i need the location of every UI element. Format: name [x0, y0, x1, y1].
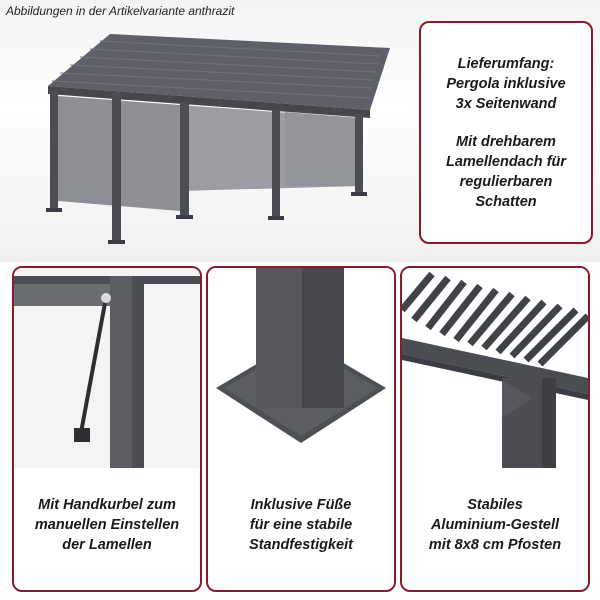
panel-line: der Lamellen — [62, 537, 152, 553]
info-line: Pergola inklusive — [446, 75, 566, 92]
pergola-image — [46, 34, 390, 244]
frame-image — [402, 268, 588, 468]
foot-image — [208, 268, 394, 468]
panel-line: Stabiles — [467, 497, 523, 513]
info-line: Mit drehbarem — [456, 133, 556, 150]
panel-line: für eine stabile — [249, 517, 353, 533]
info-line: Lieferumfang: — [457, 55, 555, 72]
panel-line: manuellen Einstellen — [34, 517, 180, 533]
info-line: 3x Seitenwand — [455, 95, 557, 112]
panel-line: Mit Handkurbel zum — [38, 497, 176, 513]
panel-hand-crank: Mit Handkurbel zum manuellen Einstellen … — [12, 266, 202, 592]
image-caption: Abbildungen in der Artikelvariante anthr… — [6, 4, 235, 18]
panel-text: Inklusive Füße für eine stabile Standfes… — [208, 480, 394, 570]
panel-line: Aluminium-Gestell — [430, 517, 560, 533]
panel-frame: Stabiles Aluminium-Gestell mit 8x8 cm Pf… — [400, 266, 590, 592]
info-line: Lamellendach für — [445, 153, 567, 170]
panel-text: Stabiles Aluminium-Gestell mit 8x8 cm Pf… — [402, 480, 588, 570]
hand-crank-image — [14, 268, 200, 468]
delivery-info-card: Lieferumfang: Pergola inklusive 3x Seite… — [419, 21, 593, 244]
panel-text: Mit Handkurbel zum manuellen Einstellen … — [14, 480, 200, 570]
panel-line: mit 8x8 cm Pfosten — [428, 537, 562, 553]
panel-line: Inklusive Füße — [250, 497, 352, 513]
info-line: regulierbaren — [459, 173, 553, 190]
panel-line: Standfestigkeit — [249, 537, 353, 553]
info-line: Schatten — [475, 193, 537, 210]
panel-foot: Inklusive Füße für eine stabile Standfes… — [206, 266, 396, 592]
